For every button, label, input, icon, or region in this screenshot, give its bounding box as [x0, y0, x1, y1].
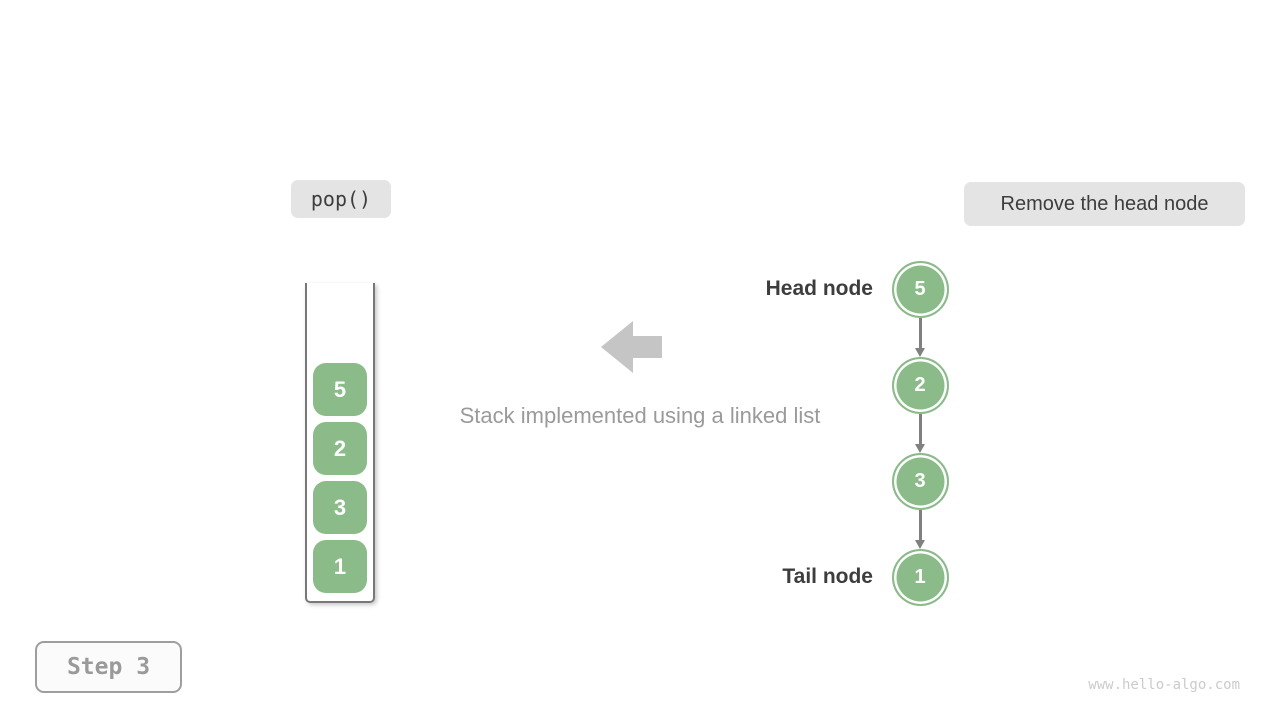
step-badge: Step 3 — [35, 641, 182, 693]
head-node-label: Head node — [765, 277, 873, 300]
watermark: www.hello-algo.com — [1088, 677, 1240, 693]
left-block-arrow-icon — [601, 321, 662, 373]
pop-operation-label: pop() — [291, 180, 391, 218]
next-pointer-arrow — [918, 413, 922, 444]
tail-node-label: Tail node — [782, 565, 873, 588]
left-arrow-shape — [601, 321, 662, 373]
linked-list-node: 3 — [891, 452, 949, 510]
linked-list-node: 2 — [891, 356, 949, 414]
remove-head-node-label: Remove the head node — [964, 182, 1245, 226]
next-pointer-arrow — [918, 317, 922, 348]
linked-list-node: 5 — [891, 260, 949, 318]
stack-item: 1 — [313, 540, 367, 593]
diagram-caption: Stack implemented using a linked list — [459, 403, 821, 428]
next-pointer-arrow — [918, 509, 922, 540]
stack-item: 5 — [313, 363, 367, 416]
stack-item: 2 — [313, 422, 367, 475]
linked-list-node: 1 — [891, 548, 949, 606]
stack-item: 3 — [313, 481, 367, 534]
stack-container: 5 2 3 1 — [305, 283, 375, 603]
